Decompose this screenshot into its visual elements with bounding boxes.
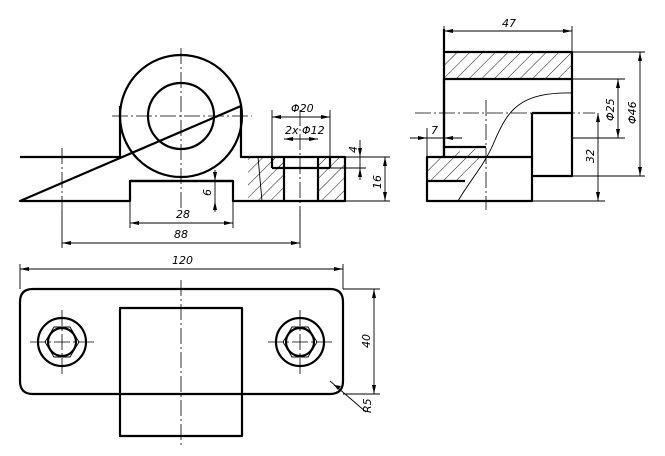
dim-40-arrow-top xyxy=(372,289,376,298)
dim-phi25-arrow-bottom xyxy=(616,129,620,138)
dim-phi12-arrow-left xyxy=(284,137,293,141)
dim-phi25-label: Φ25 xyxy=(604,98,617,121)
dim-phi12-label: 2x Φ12 xyxy=(285,124,325,137)
top-right-hole-inner xyxy=(284,326,316,358)
dim-6-arrow-top xyxy=(213,172,217,181)
dim-7-label: 7 xyxy=(431,124,438,137)
top-base-outline xyxy=(18,287,345,396)
dim-32-arrow-top xyxy=(596,113,600,122)
dim-40-label: 40 xyxy=(360,334,373,348)
front-section-hatch-counterbore-left xyxy=(272,157,284,168)
dim-47-label: 47 xyxy=(502,17,516,30)
dim-6-label: 6 xyxy=(201,189,214,196)
side-break-curve xyxy=(457,92,573,202)
front-view: Φ20 2x Φ12 4 16 6 28 xyxy=(18,48,390,248)
dim-phi25-arrow-top xyxy=(616,79,620,88)
dim-phi20-arrow-left xyxy=(272,115,281,119)
dim-4-arrow-top xyxy=(358,148,362,157)
dim-88-arrow-left xyxy=(62,241,71,245)
dim-120-label: 120 xyxy=(172,254,193,267)
front-section-break-line xyxy=(257,156,263,202)
dim-32-arrow-bottom xyxy=(596,192,600,201)
dim-phi46-label: Φ46 xyxy=(626,101,639,124)
side-top-hatch xyxy=(444,52,572,79)
dim-phi46-arrow-top xyxy=(638,52,642,61)
dim-47-arrow-left xyxy=(444,29,453,33)
dim-28-arrow-right xyxy=(224,221,233,225)
dim-28-label: 28 xyxy=(176,208,190,221)
dim-r5-arrow xyxy=(334,385,341,390)
dim-r5-label: R5 xyxy=(361,398,374,413)
dim-4-arrow-bottom xyxy=(358,168,362,177)
dim-47-arrow-right xyxy=(563,29,572,33)
front-section-hatch-right xyxy=(318,168,345,201)
front-section-hatch-counterbore-right xyxy=(318,157,345,168)
dim-32-label: 32 xyxy=(584,149,597,163)
dim-phi46-arrow-bottom xyxy=(638,167,642,176)
dim-16-label: 16 xyxy=(371,175,384,189)
top-view: 120 40 R5 xyxy=(18,254,380,446)
side-lower-hatch xyxy=(427,147,486,181)
top-left-hole-inner xyxy=(46,326,78,358)
side-view: 47 Φ25 Φ46 7 32 xyxy=(410,17,645,210)
dim-6-arrow-bottom xyxy=(213,201,217,210)
dim-16-arrow-bottom xyxy=(383,192,387,201)
dim-phi20-arrow-right xyxy=(321,115,330,119)
dim-88-label: 88 xyxy=(174,228,188,241)
dim-88-arrow-right xyxy=(291,241,300,245)
dim-28-arrow-left xyxy=(130,221,139,225)
dim-7-arrow-left xyxy=(418,136,427,140)
dim-7-arrow-right xyxy=(444,136,453,140)
dim-phi20-label: Φ20 xyxy=(291,102,314,115)
dim-120-arrow-right xyxy=(334,267,343,271)
dim-4-label: 4 xyxy=(347,146,360,153)
dim-phi12-arrow-right xyxy=(309,137,318,141)
dim-16-arrow-top xyxy=(383,157,387,166)
dim-40-arrow-bottom xyxy=(372,385,376,394)
dim-120-arrow-left xyxy=(20,267,29,271)
front-body-outline xyxy=(18,104,347,203)
